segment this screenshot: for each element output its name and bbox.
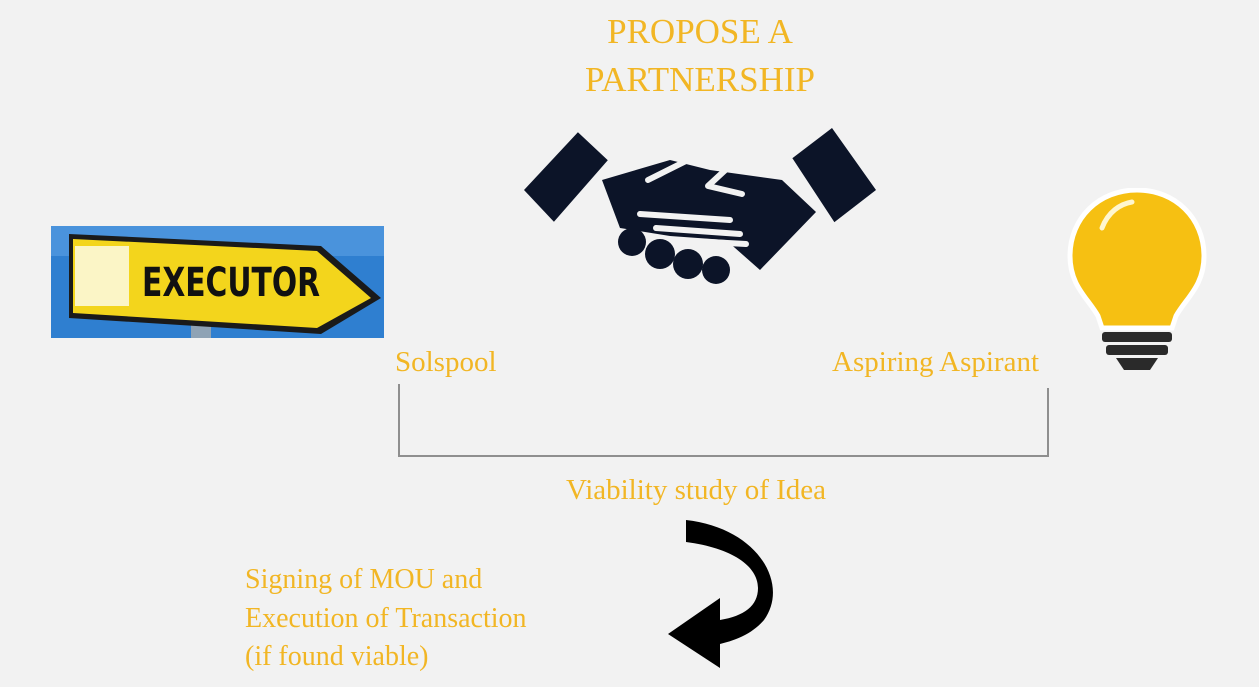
final-step-line-1: Signing of MOU and: [245, 564, 483, 595]
diagram-title: PROPOSE A PARTNERSHIP: [520, 8, 880, 104]
executor-sign-image: EXECUTOR: [51, 226, 384, 338]
party-label-solspool: Solspool: [395, 346, 497, 378]
title-line-2: PARTNERSHIP: [584, 60, 815, 99]
executor-sign-text: EXECUTOR: [142, 260, 320, 306]
final-step-line-2: Execution of Transaction: [245, 602, 527, 634]
lightbulb-icon: [1067, 188, 1207, 370]
connector-bracket: [398, 384, 1049, 457]
final-step-label: Signing of MOU and Execution of Transact…: [245, 561, 527, 677]
curved-arrow-icon: [668, 520, 773, 668]
party-label-aspirant: Aspiring Aspirant: [832, 346, 1040, 378]
title-line-1: PROPOSE A: [607, 12, 793, 51]
viability-label: Viability study of Idea: [566, 474, 827, 506]
handshake-icon: [524, 127, 876, 284]
final-step-line-3: (if found viable): [245, 641, 429, 672]
